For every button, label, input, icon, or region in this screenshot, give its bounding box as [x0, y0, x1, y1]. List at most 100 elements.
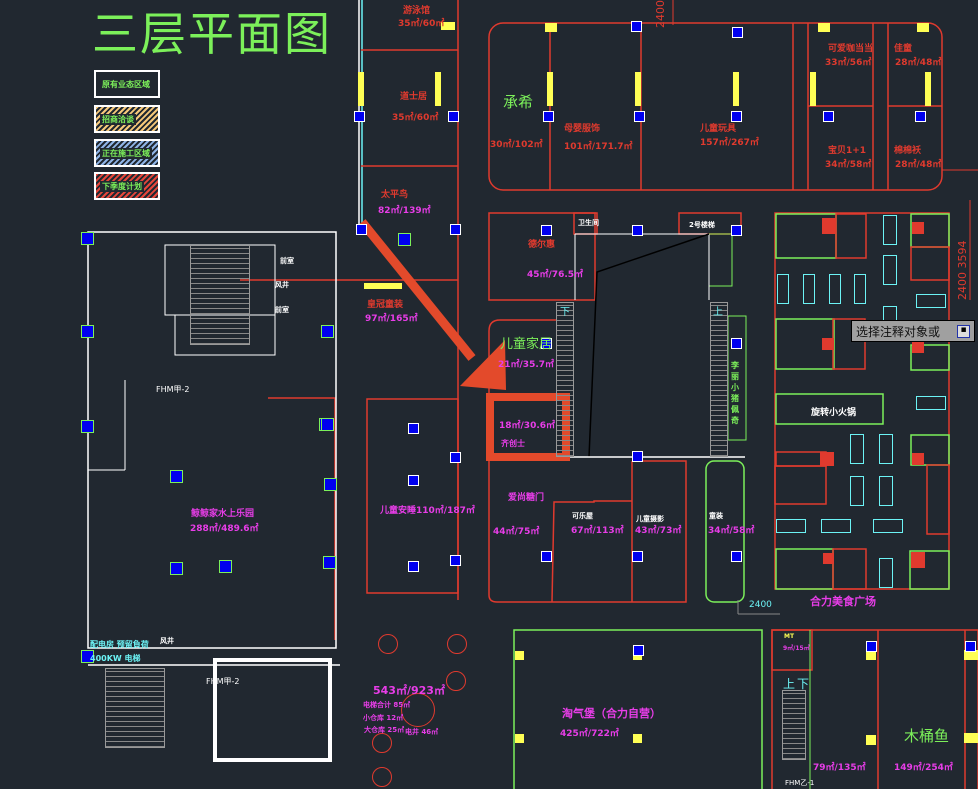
column-marker: [634, 111, 645, 122]
shop-name: 皇冠童装: [367, 300, 404, 310]
shop-name: 木桶鱼: [904, 727, 950, 745]
up-arrow-label: 上: [713, 307, 723, 318]
fixture-circle: [401, 693, 435, 727]
dining-table: [879, 476, 893, 506]
fixture-circle: [372, 733, 392, 753]
fixture-circle: [378, 634, 398, 654]
room-label: 风井: [160, 637, 174, 645]
shop-name: 游泳馆: [403, 6, 431, 16]
column-marker: [324, 478, 337, 491]
shop-area: 425㎡/722㎡: [560, 729, 619, 739]
dining-table: [803, 274, 815, 304]
dining-table: [854, 274, 866, 304]
shop-name: 童装: [709, 512, 723, 520]
shop-area: 110㎡/187㎡: [416, 506, 475, 516]
command-prompt-tooltip[interactable]: 选择注释对象或 ▪: [851, 320, 975, 342]
fire-hydrant-marker: [925, 72, 931, 106]
legend-label: 下季度计划: [100, 180, 144, 192]
shop-area: 79㎡/135㎡: [813, 763, 866, 773]
highlighted-shop-name: 齐创士: [501, 439, 525, 448]
food-court-title: 合力美食广场: [810, 595, 876, 608]
shop-area: 157㎡/267㎡: [700, 138, 759, 148]
dining-table: [883, 215, 897, 245]
column-marker: [81, 232, 94, 245]
fire-hydrant-marker: [547, 72, 553, 106]
shop-name: 棉棉袄: [894, 146, 922, 156]
dining-table: [777, 274, 789, 304]
dining-table: [776, 519, 806, 533]
shop-area: 288㎡/489.6㎡: [190, 524, 259, 534]
sign-label: MT: [784, 633, 795, 640]
yellow-marker: [515, 651, 524, 660]
shop-area: 33㎡/56㎡: [825, 58, 872, 68]
legend-item-next-quarter: 下季度计划: [94, 172, 160, 200]
column-marker: [823, 111, 834, 122]
shop-name-text: 儿童安睡: [380, 506, 417, 516]
shop-area: 101㎡/171.7㎡: [564, 142, 633, 152]
room-label: 前室: [280, 257, 294, 265]
kitchen-block: [823, 553, 834, 564]
escalator-up: [710, 302, 728, 457]
column-marker: [170, 562, 183, 575]
fixture-circle: [446, 671, 466, 691]
dimension-top: 2400: [654, 0, 667, 28]
kitchen-block: [912, 453, 924, 465]
column-marker: [81, 420, 94, 433]
kitchen-block: [822, 218, 836, 234]
dining-table: [883, 255, 897, 285]
stairwell-bottom: [105, 668, 165, 748]
drawing-title: 三层平面图: [92, 7, 332, 61]
column-marker: [408, 475, 419, 486]
shop-area: 543㎡/923㎡: [373, 684, 445, 697]
shop-name: 儿童玩具: [700, 124, 737, 134]
yellow-marker: [818, 23, 830, 32]
legend-item-leasing: 招商洽谈: [94, 105, 160, 133]
column-marker: [541, 338, 552, 349]
column-marker: [450, 555, 461, 566]
shop-name: 卫生间: [578, 219, 599, 227]
fire-hydrant-marker: [635, 72, 641, 106]
legend-label: 招商洽谈: [100, 113, 136, 125]
column-marker: [541, 551, 552, 562]
shop-name: 鲸鲸家水上乐园: [191, 509, 255, 519]
shop-area: 21㎡/35.7㎡: [498, 360, 555, 370]
stairwell: [190, 245, 250, 345]
yellow-marker: [866, 650, 876, 660]
shop-name: 爱尚糖门: [508, 493, 545, 503]
column-marker: [732, 27, 743, 38]
shop-name: 儿童摄影: [636, 515, 664, 523]
shop-name: 承希: [503, 93, 534, 111]
dining-table: [829, 274, 841, 304]
down-arrow-label: 下: [560, 307, 570, 318]
dining-table: [879, 434, 893, 464]
column-marker: [731, 225, 742, 236]
column-marker: [632, 551, 643, 562]
side-label: 李丽 小猪 佩奇: [731, 361, 739, 425]
column-marker: [632, 225, 643, 236]
shop-area: 34㎡/58㎡: [708, 526, 755, 536]
shop-area: 43㎡/73㎡: [635, 526, 682, 536]
legend-item-existing: 原有业态区域: [94, 70, 160, 98]
power-room-label: 配电房 预留負荷: [90, 640, 149, 649]
shop-area: 45㎡/76.5㎡: [527, 270, 584, 280]
column-marker: [356, 224, 367, 235]
dimension-right: 2400 3594: [956, 240, 969, 301]
expand-icon[interactable]: ▪: [957, 325, 970, 338]
column-marker: [321, 418, 334, 431]
fire-hydrant-marker: [810, 72, 816, 106]
shop-name: 可乐屋: [572, 512, 593, 520]
room-label: 风井: [275, 281, 289, 289]
shop-area: 149㎡/254㎡: [894, 763, 953, 773]
annotation-arrow-shaft: [358, 219, 476, 361]
dining-table: [916, 396, 946, 410]
shop-area: 28㎡/48㎡: [895, 160, 942, 170]
power-load-label: 400KW 电梯: [90, 654, 141, 663]
shop-name: 宝贝1+1: [828, 146, 867, 156]
door-code: FHM乙-1: [785, 779, 815, 787]
shop-name: 可爱咖当当: [828, 44, 874, 54]
shop-name: 淘气堡（合力自营）: [562, 707, 661, 720]
stairwell-right: [782, 690, 806, 760]
fixture-circle: [447, 634, 467, 654]
dining-table: [821, 519, 851, 533]
shop-area: 44㎡/75㎡: [493, 527, 540, 537]
